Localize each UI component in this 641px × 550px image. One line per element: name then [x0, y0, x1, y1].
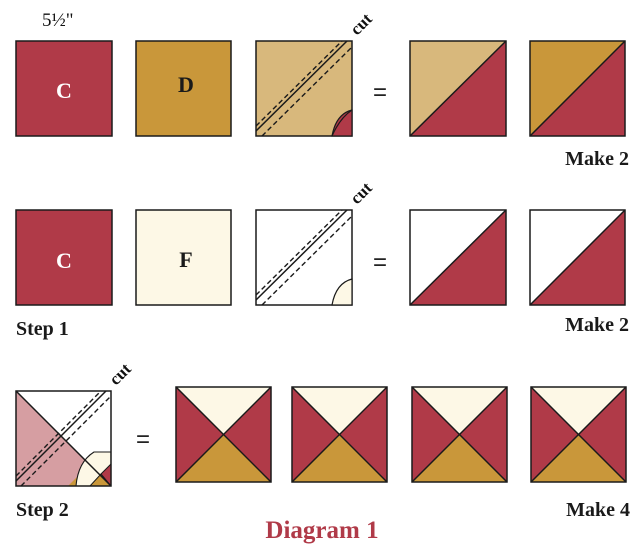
square-d-label: D: [178, 72, 194, 97]
make-label-row2: Make 2: [565, 314, 629, 336]
make-label-row1: Make 2: [565, 148, 629, 170]
cut-label-row2: cut: [346, 178, 376, 208]
step-1-label: Step 1: [16, 318, 69, 340]
cut-label-row1: cut: [346, 9, 376, 39]
equals-sign-row1: =: [373, 79, 387, 106]
square-c-row2: C: [15, 209, 113, 306]
square-f-row2: F: [135, 209, 232, 306]
cut-label-row3: cut: [105, 359, 135, 389]
hst-white-red-2: [529, 209, 626, 306]
hst-gold-red-2: [529, 40, 626, 137]
quarter-square-triangle-3: [411, 386, 508, 483]
equals-sign-row3: =: [136, 426, 150, 453]
quarter-square-triangle-1: [175, 386, 272, 483]
stacked-square-row2: cut: [255, 178, 376, 306]
step-2-label: Step 2: [16, 499, 69, 521]
hst-tan-red-1: [409, 40, 507, 137]
quarter-square-triangle-2: [291, 386, 388, 483]
square-d-row1: D: [135, 40, 232, 137]
hst-white-red-1: [409, 209, 507, 306]
diagram-title: Diagram 1: [265, 517, 378, 544]
make-label-row3: Make 4: [566, 499, 630, 521]
dimension-label: 5½": [42, 10, 74, 31]
stacked-hst-row3: cut: [15, 359, 135, 487]
stacked-square-row1: cut: [255, 9, 376, 137]
square-f-label: F: [179, 247, 192, 272]
quarter-square-triangle-4: [530, 386, 627, 483]
square-c-row1: C: [15, 40, 113, 137]
equals-sign-row2: =: [373, 249, 387, 276]
square-c-label-2: C: [56, 248, 72, 273]
square-c-label: C: [56, 78, 72, 103]
